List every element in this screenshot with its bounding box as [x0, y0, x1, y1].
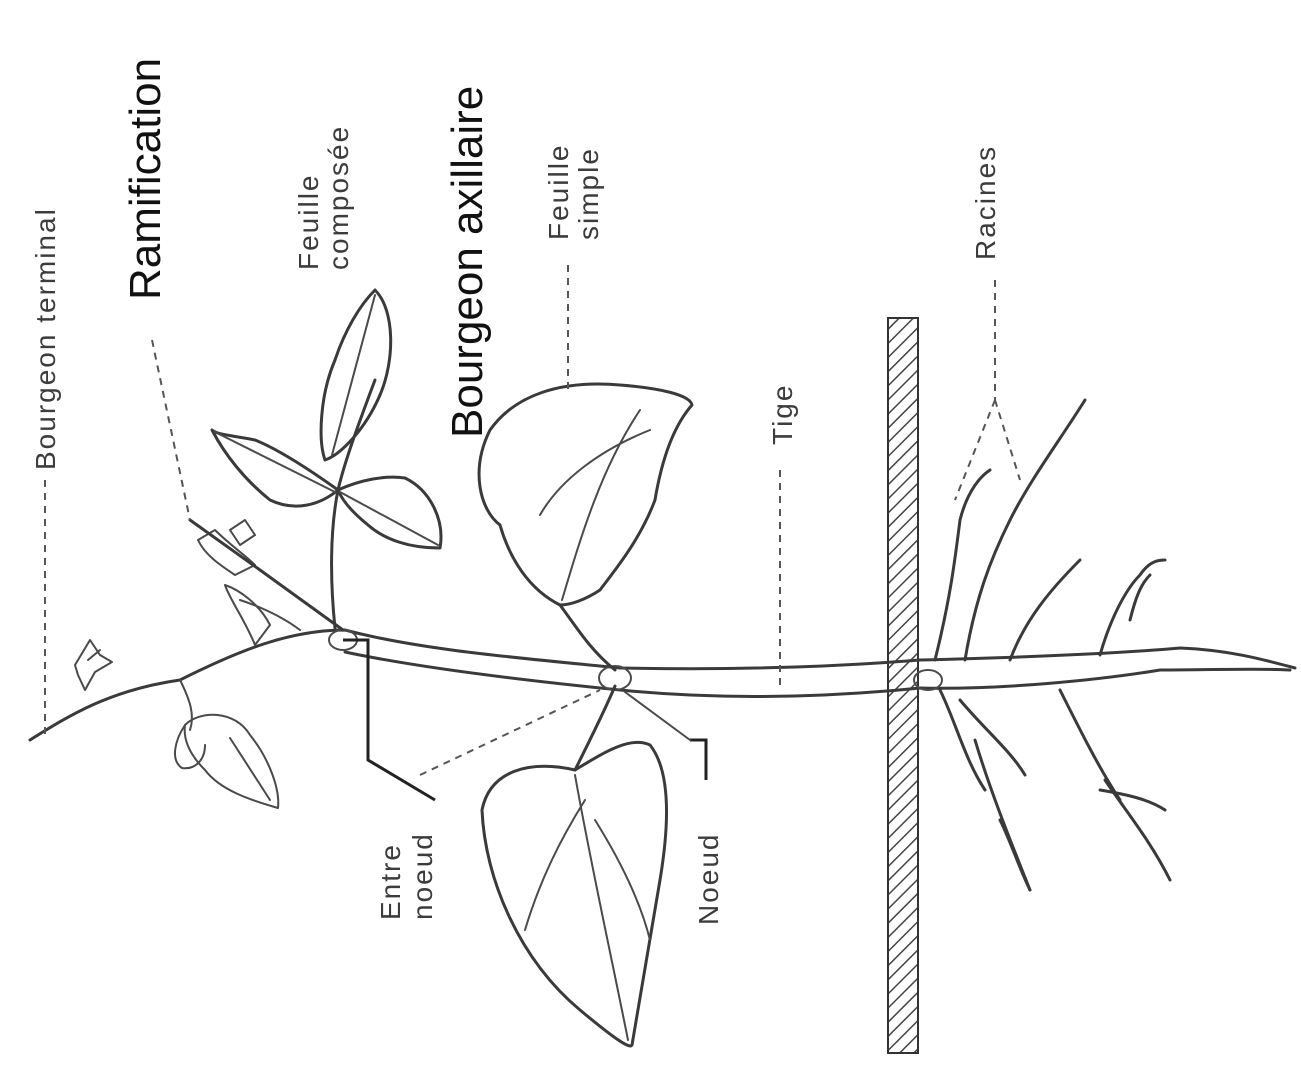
label-tige: Tige	[767, 384, 798, 445]
terminal-bud	[75, 640, 112, 690]
small-leaves	[175, 530, 300, 808]
label-ramification: Ramification	[121, 58, 170, 300]
soil-line	[888, 318, 918, 1053]
label-noeud: Noeud	[693, 832, 724, 925]
label-feuille-composee-1: Feuille	[293, 174, 324, 270]
simple-leaf-lower	[482, 686, 667, 1046]
label-bourgeon-axillaire: Bourgeon axillaire	[443, 86, 492, 438]
label-bourgeon-terminal: Bourgeon terminal	[30, 207, 61, 470]
label-entre-noeud-1: Entre	[375, 843, 406, 920]
label-feuille-composee-2: composée	[323, 125, 354, 270]
simple-leaf-upper	[479, 384, 692, 670]
stem	[30, 630, 1295, 740]
label-racines: Racines	[970, 145, 1001, 260]
compound-leaf	[212, 290, 441, 628]
label-feuille-simple-2: simple	[573, 147, 604, 240]
label-entre-noeud-2: noeud	[407, 832, 438, 920]
branch	[190, 520, 343, 630]
label-feuille-simple-1: Feuille	[543, 144, 574, 240]
roots	[935, 400, 1170, 890]
